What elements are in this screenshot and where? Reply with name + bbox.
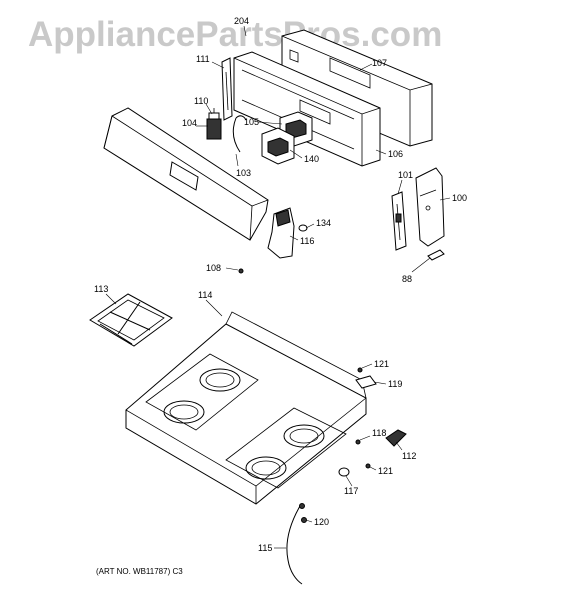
- part-117-grommet: [338, 467, 350, 477]
- label-113: 113: [94, 284, 108, 294]
- label-114: 114: [198, 290, 212, 300]
- label-119: 119: [388, 379, 402, 389]
- part-88-pad: [427, 249, 445, 261]
- label-105: 105: [244, 117, 259, 127]
- part-111-bracket: [221, 57, 233, 121]
- part-121b-screw: [365, 463, 371, 469]
- part-114-cooktop: [125, 311, 367, 505]
- part-110-switch: [206, 108, 222, 140]
- part-116-bracket: [267, 207, 295, 259]
- label-117: 117: [344, 486, 358, 496]
- label-108: 108: [206, 263, 221, 273]
- label-111: 111: [196, 54, 210, 64]
- label-104: 104: [182, 118, 197, 128]
- part-103-harness: [232, 115, 247, 153]
- part-104-control-panel: [103, 107, 269, 241]
- part-119-clip: [355, 375, 377, 389]
- label-140: 140: [304, 154, 319, 164]
- part-112-bracket: [385, 429, 407, 447]
- label-118: 118: [372, 428, 386, 438]
- label-101: 101: [398, 170, 413, 180]
- part-115-wire: [286, 503, 305, 585]
- part-134-screw: [298, 224, 308, 232]
- part-140-overlay: [261, 127, 295, 165]
- part-108-screw: [238, 268, 244, 274]
- label-88: 88: [402, 274, 412, 284]
- label-103: 103: [236, 168, 251, 178]
- label-116: 116: [300, 236, 314, 246]
- label-115: 115: [258, 543, 272, 553]
- leader-lines: [105, 25, 451, 549]
- part-106-control-frame: [233, 51, 381, 167]
- label-134: 134: [316, 218, 331, 228]
- part-113-grate: [89, 293, 173, 347]
- label-100: 100: [452, 193, 467, 203]
- part-120-clip: [301, 517, 307, 523]
- art-number: (ART NO. WB11787) C3: [96, 567, 183, 576]
- label-204: 204: [234, 16, 249, 26]
- part-100-end-cap: [415, 167, 445, 247]
- label-120: 120: [314, 517, 329, 527]
- label-121-top: 121: [374, 359, 389, 369]
- label-121-bottom: 121: [378, 466, 393, 476]
- part-101-side-bracket: [391, 191, 407, 251]
- part-118-screw: [355, 439, 361, 445]
- label-112: 112: [402, 451, 416, 461]
- label-110: 110: [194, 96, 208, 106]
- part-121a-screw: [357, 367, 363, 373]
- label-107: 107: [372, 58, 387, 68]
- label-106: 106: [388, 149, 403, 159]
- watermark-text: AppliancePartsPros.com: [28, 15, 442, 54]
